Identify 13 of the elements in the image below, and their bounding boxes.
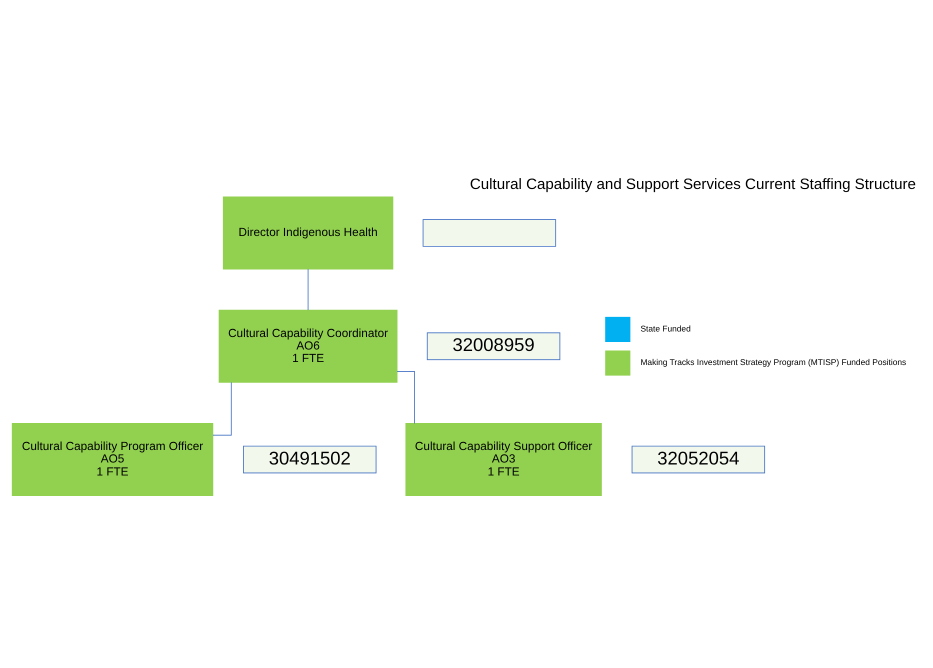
node-box: Cultural Capability Program Officer AO5 1 FTE [12,422,214,496]
node-box: Cultural Capability Support Officer AO3 1 FTE [405,422,602,496]
node-box: Cultural Capability Coordinator AO6 1 FTE [218,309,398,382]
legend-label: State Funded [640,323,691,334]
connector [396,370,415,424]
diagram-title: Cultural Capability and Support Services Current Staffing Structure [470,175,916,192]
node-box: Director Indigenous Health [222,196,394,269]
node-box: 32052054 [632,445,766,473]
node-box: 32008959 [426,332,560,360]
node-box: 30491502 [243,445,376,473]
connector [212,382,232,436]
legend-label: Making Tracks Investment Strategy Program (MTISP) Funded Positions [640,356,906,367]
node-box [422,218,556,246]
